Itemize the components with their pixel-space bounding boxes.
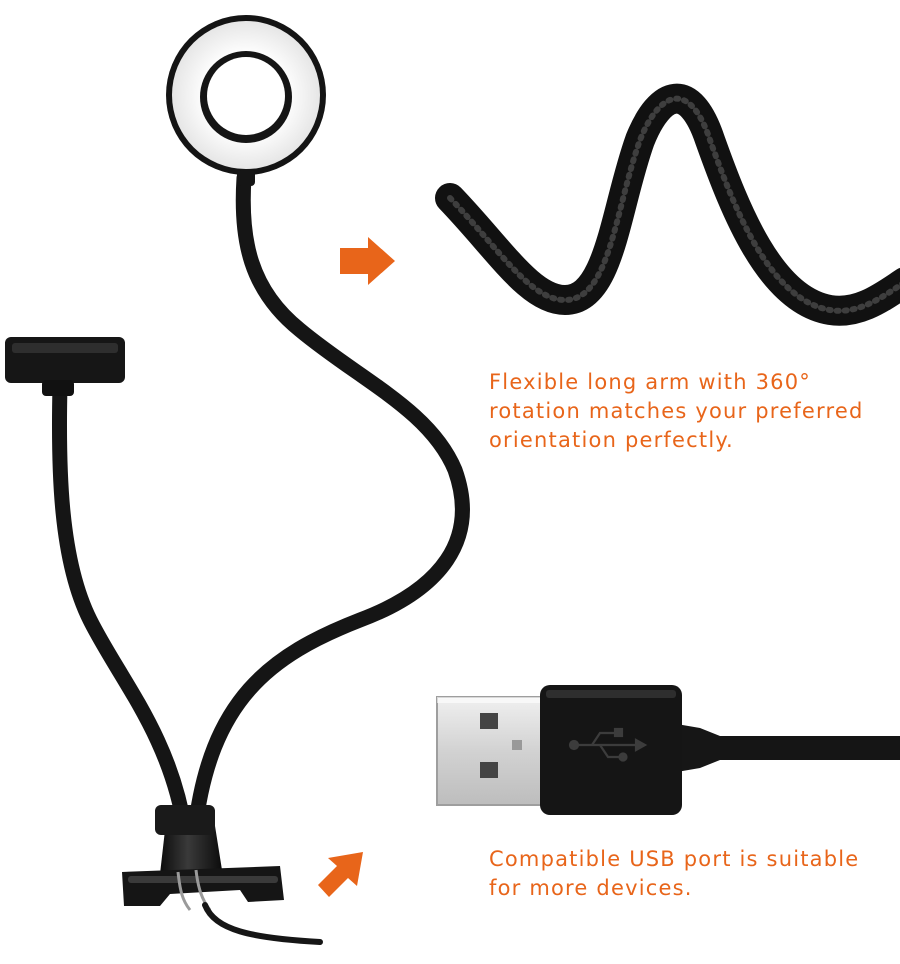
usb-feature-caption: Compatible USB port is suitable for more…: [489, 845, 859, 903]
usb-icon: [568, 727, 648, 762]
ring-light-arm: [187, 170, 470, 838]
arrow-right-icon: [340, 237, 395, 285]
desk-clip: [122, 805, 323, 945]
caption-line: for more devices.: [489, 876, 693, 900]
caption-line: rotation matches your preferred: [489, 399, 864, 423]
arrow-right-icon: [318, 852, 363, 897]
caption-line: Compatible USB port is suitable: [489, 847, 860, 871]
arm-feature-caption: Flexible long arm with 360° rotation mat…: [489, 368, 864, 455]
caption-line: Flexible long arm with 360°: [489, 370, 811, 394]
phone-holder-clamp: [5, 337, 125, 396]
caption-line: orientation perfectly.: [489, 428, 734, 452]
ring-light: [166, 15, 326, 186]
usb-plug: [436, 685, 900, 815]
gooseneck-closeup: [435, 83, 900, 326]
phone-holder-arm: [51, 377, 193, 838]
